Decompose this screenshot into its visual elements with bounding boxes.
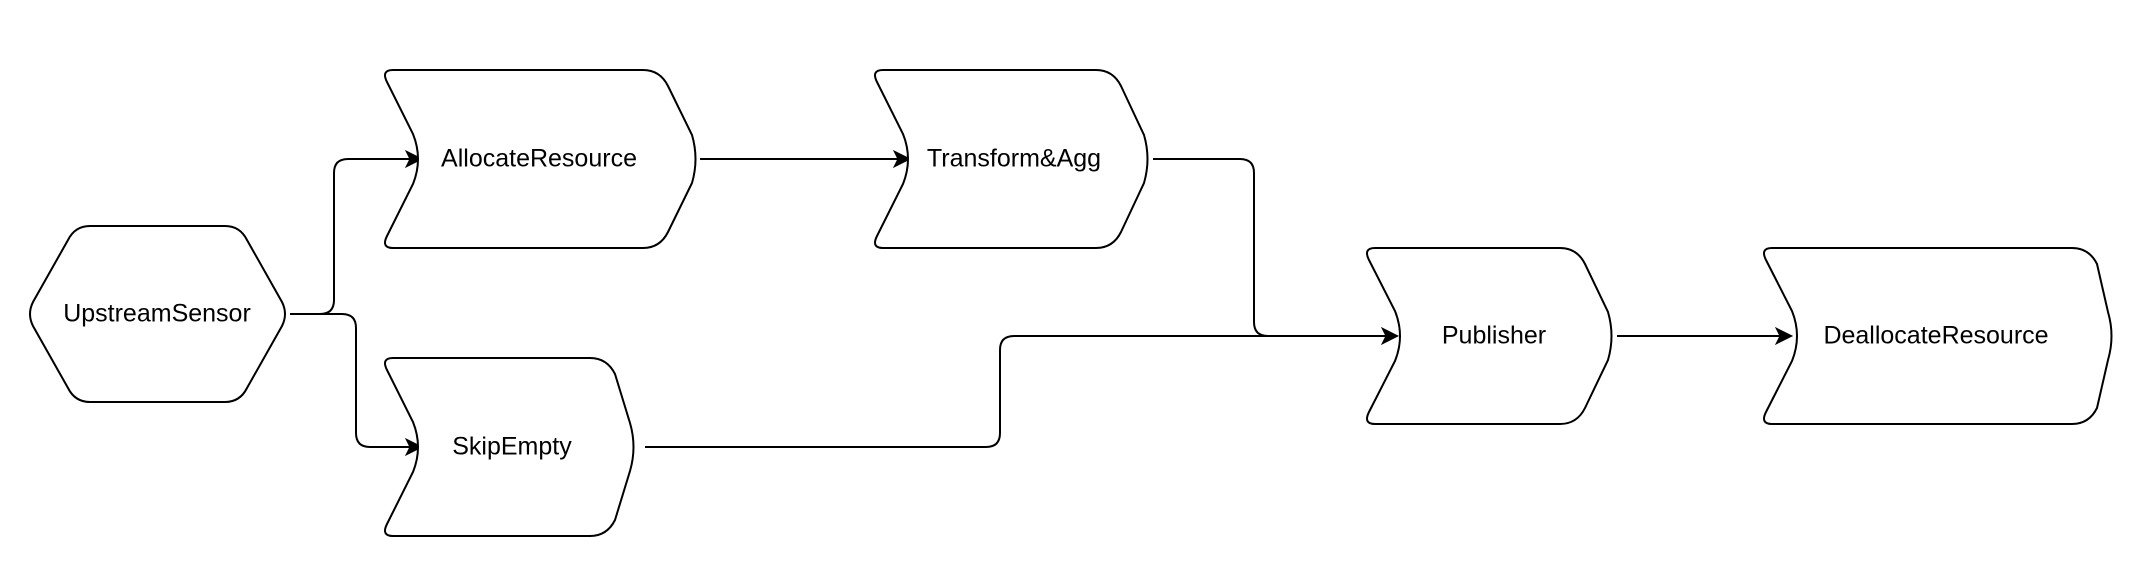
edge-upstreamsensor-to-skipempty xyxy=(290,313,424,457)
node-upstreamsensor[interactable]: UpstreamSensor xyxy=(29,225,286,403)
edge-skipempty-to-publisher xyxy=(645,335,1386,448)
node-transformagg[interactable]: Transform&Agg xyxy=(874,69,1149,249)
arrowhead-icon xyxy=(1774,326,1794,346)
node-skipempty[interactable]: SkipEmpty xyxy=(384,357,635,537)
step-shape xyxy=(1763,247,2113,425)
node-label: Publisher xyxy=(1442,322,1546,350)
node-label: DeallocateResource xyxy=(1823,322,2048,350)
step-shape xyxy=(1366,247,1613,425)
node-label: SkipEmpty xyxy=(452,433,572,461)
step-shape xyxy=(874,69,1149,249)
arrowhead-icon xyxy=(404,437,424,457)
node-label: Transform&Agg xyxy=(927,145,1101,173)
node-deallocateresource[interactable]: DeallocateResource xyxy=(1763,247,2113,425)
edges xyxy=(290,149,1794,457)
node-publisher[interactable]: Publisher xyxy=(1366,247,1613,425)
edge-allocateresource-to-transformagg xyxy=(700,149,912,169)
node-label: UpstreamSensor xyxy=(63,300,251,328)
arrowhead-icon xyxy=(892,149,912,169)
step-shape xyxy=(384,357,635,537)
hexagon-shape xyxy=(29,225,286,403)
edge-publisher-to-deallocateresource xyxy=(1617,326,1794,346)
edge-transformagg-to-publisher xyxy=(1153,158,1400,346)
node-label: AllocateResource xyxy=(441,145,637,173)
nodes: UpstreamSensor AllocateResource SkipEmpt… xyxy=(29,69,2113,537)
node-allocateresource[interactable]: AllocateResource xyxy=(384,69,697,249)
step-shape xyxy=(384,69,697,249)
arrowhead-icon xyxy=(404,149,424,169)
